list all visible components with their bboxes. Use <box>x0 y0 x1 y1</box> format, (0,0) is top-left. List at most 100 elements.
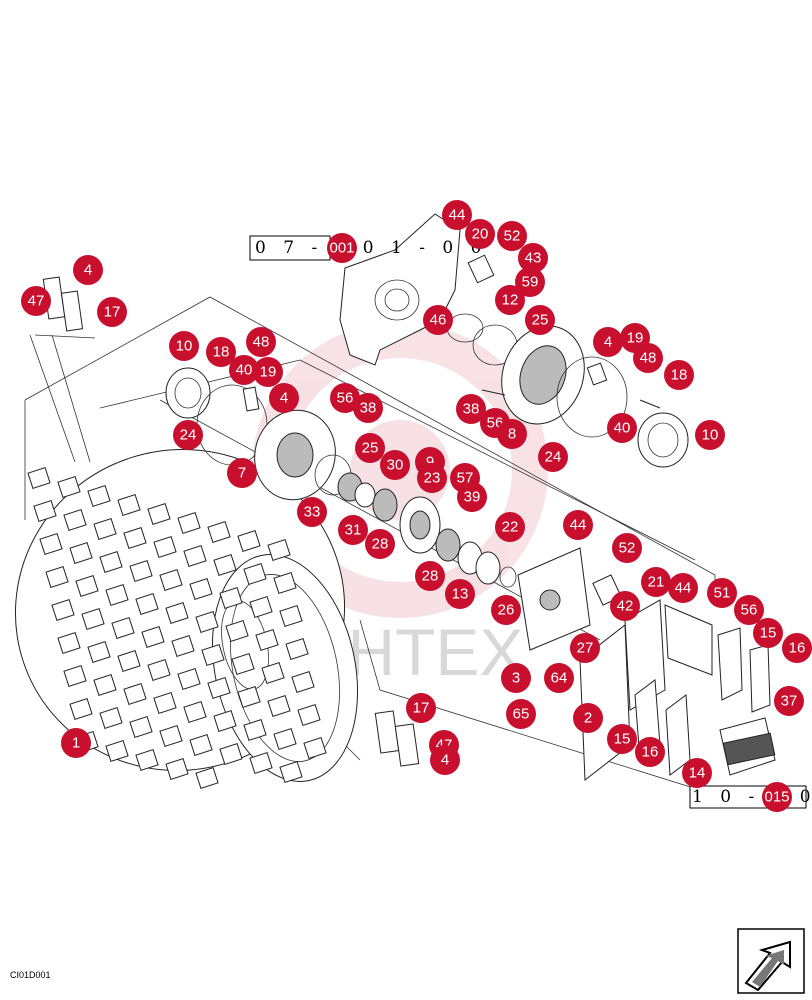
pad-foot <box>129 715 153 739</box>
pad-foot <box>237 529 261 553</box>
callout-14[interactable]: 14 <box>682 758 712 788</box>
callout-label: 25 <box>532 312 549 329</box>
callout-label: 21 <box>648 574 665 591</box>
callout-4[interactable]: 4 <box>593 327 623 357</box>
pad-foot <box>267 694 291 718</box>
callout-16[interactable]: 16 <box>635 737 665 767</box>
callout-label: 18 <box>671 367 688 384</box>
callout-21[interactable]: 21 <box>641 567 671 597</box>
callout-42[interactable]: 42 <box>610 591 640 621</box>
callout-40[interactable]: 40 <box>229 355 259 385</box>
callout-30[interactable]: 30 <box>380 450 410 480</box>
callout-65[interactable]: 65 <box>506 699 536 729</box>
callout-7[interactable]: 7 <box>227 458 257 488</box>
pad-foot <box>33 499 57 523</box>
pad-foot <box>105 583 129 607</box>
callout-37[interactable]: 37 <box>774 686 804 716</box>
callout-label: 15 <box>760 625 777 642</box>
callout-label: 24 <box>180 427 197 444</box>
callout-10[interactable]: 10 <box>169 331 199 361</box>
pad-foot <box>141 625 165 649</box>
callout-51[interactable]: 51 <box>707 578 737 608</box>
callout-10[interactable]: 10 <box>695 420 725 450</box>
callout-43[interactable]: 43 <box>518 243 548 273</box>
callout-label: 10 <box>702 427 719 444</box>
callout-label: 22 <box>502 519 519 536</box>
callout-24[interactable]: 24 <box>538 442 568 472</box>
callout-label: 16 <box>642 744 659 761</box>
callout-52[interactable]: 52 <box>612 533 642 563</box>
callout-39[interactable]: 39 <box>457 482 487 512</box>
pad-foot <box>105 739 129 763</box>
callout-3[interactable]: 3 <box>501 663 531 693</box>
callout-23[interactable]: 23 <box>417 463 447 493</box>
pad-foot <box>183 700 207 724</box>
callout-56[interactable]: 56 <box>330 383 360 413</box>
callout-28[interactable]: 28 <box>415 561 445 591</box>
callout-28[interactable]: 28 <box>365 529 395 559</box>
pad-foot <box>51 598 75 622</box>
callout-12[interactable]: 12 <box>495 285 525 315</box>
pad-foot <box>129 559 153 583</box>
callout-label: 42 <box>617 598 634 615</box>
pad-foot <box>165 757 189 781</box>
callout-25[interactable]: 25 <box>525 305 555 335</box>
callout-13[interactable]: 13 <box>445 579 475 609</box>
reference-box-top: 0 7 - 0 0 1 - 0 0 <box>249 235 481 261</box>
pad-foot <box>159 568 183 592</box>
callout-8[interactable]: 8 <box>497 419 527 449</box>
callout-label: 13 <box>452 586 469 603</box>
callout-25[interactable]: 25 <box>355 433 385 463</box>
callout-38[interactable]: 38 <box>456 394 486 424</box>
callout-33[interactable]: 33 <box>297 497 327 527</box>
callout-59[interactable]: 59 <box>515 267 545 297</box>
callout-44[interactable]: 44 <box>442 200 472 230</box>
callout-47[interactable]: 47 <box>21 286 51 316</box>
callout-label: 10 <box>176 338 193 355</box>
callout-label: 48 <box>253 334 270 351</box>
callout-label: 38 <box>463 401 480 418</box>
callout-15[interactable]: 15 <box>753 618 783 648</box>
pad-foot <box>27 466 51 490</box>
drawing-code: CI01D001 <box>10 970 51 980</box>
pad-foot <box>189 733 213 757</box>
callout-ref-bottom[interactable]: 015 <box>762 782 792 812</box>
callout-16[interactable]: 16 <box>782 633 812 663</box>
callout-20[interactable]: 20 <box>465 219 495 249</box>
callout-24[interactable]: 24 <box>173 420 203 450</box>
callout-15[interactable]: 15 <box>607 724 637 754</box>
callout-38[interactable]: 38 <box>353 393 383 423</box>
callout-1[interactable]: 1 <box>61 728 91 758</box>
callout-label: 20 <box>472 226 489 243</box>
callout-31[interactable]: 31 <box>338 515 368 545</box>
callout-56[interactable]: 56 <box>734 595 764 625</box>
callout-17[interactable]: 17 <box>406 693 436 723</box>
callout-18[interactable]: 18 <box>206 337 236 367</box>
callout-label: 57 <box>457 470 474 487</box>
callout-46[interactable]: 46 <box>423 305 453 335</box>
callout-44[interactable]: 44 <box>668 573 698 603</box>
callout-4[interactable]: 4 <box>430 745 460 775</box>
callout-40[interactable]: 40 <box>607 413 637 443</box>
callout-4[interactable]: 4 <box>73 255 103 285</box>
callout-44[interactable]: 44 <box>563 510 593 540</box>
callout-48[interactable]: 48 <box>633 343 663 373</box>
callout-ref-top[interactable]: 001 <box>327 233 357 263</box>
callout-64[interactable]: 64 <box>544 663 574 693</box>
callout-label: 001 <box>329 240 354 257</box>
callout-48[interactable]: 48 <box>246 327 276 357</box>
callout-27[interactable]: 27 <box>570 633 600 663</box>
callout-19[interactable]: 19 <box>253 357 283 387</box>
pad-foot <box>63 664 87 688</box>
callout-26[interactable]: 26 <box>491 595 521 625</box>
callout-22[interactable]: 22 <box>495 512 525 542</box>
callout-2[interactable]: 2 <box>573 703 603 733</box>
callout-4[interactable]: 4 <box>269 383 299 413</box>
pad-foot <box>249 751 273 775</box>
callout-52[interactable]: 52 <box>497 221 527 251</box>
pad-foot <box>99 550 123 574</box>
callout-18[interactable]: 18 <box>664 360 694 390</box>
callout-17[interactable]: 17 <box>97 297 127 327</box>
pad-foot <box>123 526 147 550</box>
next-page-arrow-icon[interactable] <box>737 928 805 994</box>
